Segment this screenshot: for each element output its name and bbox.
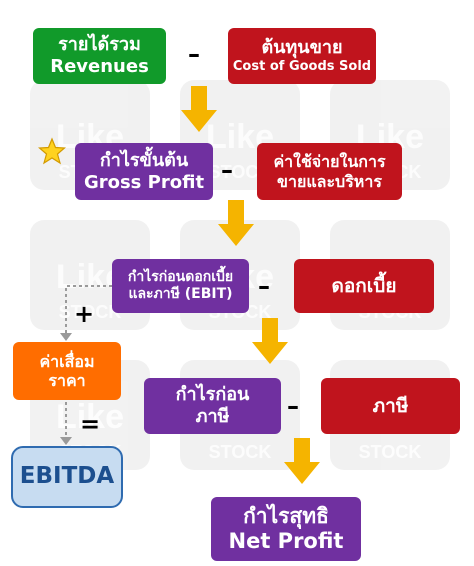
down-arrow-icon bbox=[218, 200, 254, 246]
ebitda-box: EBITDA bbox=[11, 446, 123, 508]
net-profit-english-label: Net Profit bbox=[228, 529, 344, 553]
plus-operator: + bbox=[74, 300, 95, 328]
sga-box: ค่าใช้จ่ายในการ ขายและบริหาร bbox=[257, 143, 402, 200]
minus-operator: – bbox=[287, 392, 299, 420]
sga-label-line2: ขายและบริหาร bbox=[277, 171, 382, 191]
minus-operator: – bbox=[221, 156, 233, 184]
revenues-box: รายได้รวม Revenues bbox=[33, 28, 166, 84]
gross-profit-english-label: Gross Profit bbox=[83, 171, 205, 193]
ebit-box: กำไรก่อนดอกเบี้ย และภาษี (EBIT) bbox=[112, 259, 249, 313]
ebt-box: กำไรก่อน ภาษี bbox=[144, 378, 281, 434]
equals-operator: = bbox=[80, 410, 101, 438]
cogs-english-label: Cost of Goods Sold bbox=[232, 59, 372, 74]
gross-profit-thai-label: กำไรขั้นต้น bbox=[99, 149, 189, 171]
down-arrow-icon bbox=[252, 318, 288, 364]
cogs-box: ต้นทุนขาย Cost of Goods Sold bbox=[228, 28, 376, 84]
minus-operator: – bbox=[258, 272, 270, 300]
depreciation-label-line2: ราคา bbox=[48, 371, 86, 390]
revenues-thai-label: รายได้รวม bbox=[58, 34, 141, 56]
ebt-label-line1: กำไรก่อน bbox=[175, 384, 250, 406]
net-profit-thai-label: กำไรสุทธิ bbox=[243, 503, 329, 528]
minus-operator: – bbox=[188, 40, 200, 68]
depreciation-label-line1: ค่าเสื่อม bbox=[39, 351, 95, 371]
sga-label-line1: ค่าใช้จ่ายในการ bbox=[273, 152, 386, 172]
tax-label: ภาษี bbox=[372, 394, 409, 417]
star-icon bbox=[38, 137, 66, 165]
ebit-label-line2: และภาษี (EBIT) bbox=[128, 286, 233, 302]
ebt-label-line2: ภาษี bbox=[195, 406, 230, 427]
revenues-english-label: Revenues bbox=[50, 56, 149, 77]
down-arrow-icon bbox=[181, 86, 217, 132]
cogs-thai-label: ต้นทุนขาย bbox=[261, 37, 343, 59]
down-arrow-icon bbox=[284, 438, 320, 484]
gross-profit-box: กำไรขั้นต้น Gross Profit bbox=[75, 143, 213, 200]
interest-label: ดอกเบี้ย bbox=[331, 274, 397, 297]
interest-box: ดอกเบี้ย bbox=[294, 259, 434, 313]
ebit-label-line1: กำไรก่อนดอกเบี้ย bbox=[127, 269, 234, 286]
tax-box: ภาษี bbox=[321, 378, 460, 434]
depreciation-box: ค่าเสื่อม ราคา bbox=[13, 342, 121, 400]
ebitda-label: EBITDA bbox=[19, 463, 115, 490]
net-profit-box: กำไรสุทธิ Net Profit bbox=[211, 497, 361, 561]
